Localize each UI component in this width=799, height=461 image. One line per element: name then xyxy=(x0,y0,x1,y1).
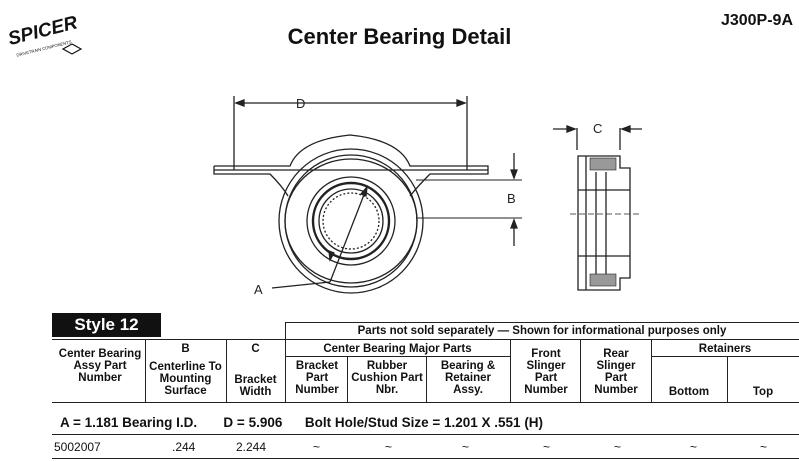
bearing-drawing: D B A C xyxy=(213,96,642,297)
style-label: Style 12 xyxy=(52,313,161,337)
col-header-rear-slinger: Rear Slinger Part Number xyxy=(594,348,638,396)
table-col-divider-8 xyxy=(651,339,652,402)
table-col-divider-2 xyxy=(226,339,227,402)
table-row: 5002007 .244 2.244 ~ ~ ~ ~ ~ ~ ~ xyxy=(52,440,799,456)
col-header-bracket: Bracket Part Number xyxy=(295,360,339,396)
table-line-group xyxy=(285,356,510,357)
table-col-divider-6 xyxy=(510,339,511,402)
table-line-top xyxy=(285,322,799,323)
col-header-b: Centerline To Mounting Surface xyxy=(149,361,222,397)
group-header-retainers: Retainers xyxy=(698,343,752,355)
document-id: J300P-9A xyxy=(720,12,793,29)
col-header-c-letter: C xyxy=(251,343,260,355)
dana-diamond-icon xyxy=(61,43,83,55)
cell-rear-slinger: ~ xyxy=(614,440,622,454)
dim-label-b: B xyxy=(507,191,516,206)
table-line-bottom xyxy=(52,458,799,459)
cell-rubber: ~ xyxy=(385,440,393,454)
table-line-banner xyxy=(52,339,799,340)
spec-summary: A = 1.181 Bearing I.D. D = 5.906 Bolt Ho… xyxy=(60,415,544,430)
cell-retainer-top: ~ xyxy=(760,440,768,454)
table-line-header-bottom xyxy=(52,402,799,403)
page-title: Center Bearing Detail xyxy=(287,24,512,49)
cell-bracket: ~ xyxy=(313,440,321,454)
group-header-major-parts: Center Bearing Major Parts xyxy=(323,343,472,355)
table-line-info xyxy=(52,434,799,435)
cell-b: .244 xyxy=(172,440,196,454)
col-header-top: Top xyxy=(752,386,774,398)
table-col-divider-7 xyxy=(580,339,581,402)
cell-part-number: 5002007 xyxy=(54,440,101,454)
col-header-front-slinger: Front Slinger Part Number xyxy=(524,348,568,396)
col-header-rubber: Rubber Cushion Part Nbr. xyxy=(351,360,423,396)
dim-label-a: A xyxy=(254,282,263,297)
table-col-divider-4 xyxy=(347,356,348,402)
table-col-divider-9 xyxy=(727,356,728,402)
dim-label-d: D xyxy=(296,96,305,111)
table-col-divider-5 xyxy=(426,356,427,402)
cell-front-slinger: ~ xyxy=(543,440,551,454)
col-header-center-bearing: Center Bearing Assy Part Number xyxy=(58,348,142,384)
dim-label-c: C xyxy=(593,121,602,136)
spicer-logo: SPICER DRIVETRAIN COMPONENTS xyxy=(6,12,83,58)
col-header-bottom: Bottom xyxy=(668,386,710,398)
cell-bearing: ~ xyxy=(462,440,470,454)
table-col-divider-1 xyxy=(145,339,146,402)
table-banner: Parts not sold separately — Shown for in… xyxy=(357,325,727,337)
cell-c: 2.244 xyxy=(236,440,267,454)
table-line-retainer xyxy=(651,356,799,357)
cell-retainer-bottom: ~ xyxy=(690,440,698,454)
col-header-c: Bracket Width xyxy=(234,374,277,398)
col-header-bearing: Bearing & Retainer Assy. xyxy=(440,360,496,396)
table-col-divider-3 xyxy=(285,322,286,402)
col-header-b-letter: B xyxy=(181,343,190,355)
